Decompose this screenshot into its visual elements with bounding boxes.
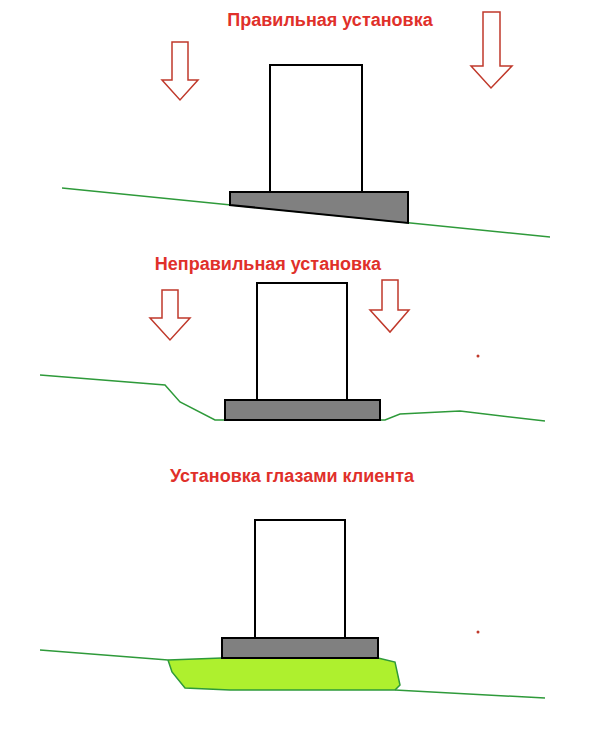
soil-outline <box>378 658 400 690</box>
monument-stele <box>270 65 362 192</box>
dot <box>477 631 480 634</box>
monument-stele <box>255 520 345 638</box>
load-arrow <box>370 280 409 332</box>
panel-heading: Установка глазами клиента <box>170 466 414 488</box>
dot <box>477 355 480 358</box>
load-arrow <box>162 42 198 100</box>
panel-heading: Неправильная установка <box>155 254 381 276</box>
ground-line <box>40 650 222 660</box>
monument-base <box>230 192 408 223</box>
ground-line <box>62 188 550 237</box>
monument-stele <box>257 283 347 400</box>
ground-line <box>168 660 545 698</box>
load-arrow <box>150 290 190 340</box>
panel-heading: Правильная установка <box>227 10 432 32</box>
monument-base <box>222 638 378 658</box>
monument-base <box>225 400 380 420</box>
load-arrow <box>471 12 512 88</box>
filled-soil <box>168 658 400 690</box>
